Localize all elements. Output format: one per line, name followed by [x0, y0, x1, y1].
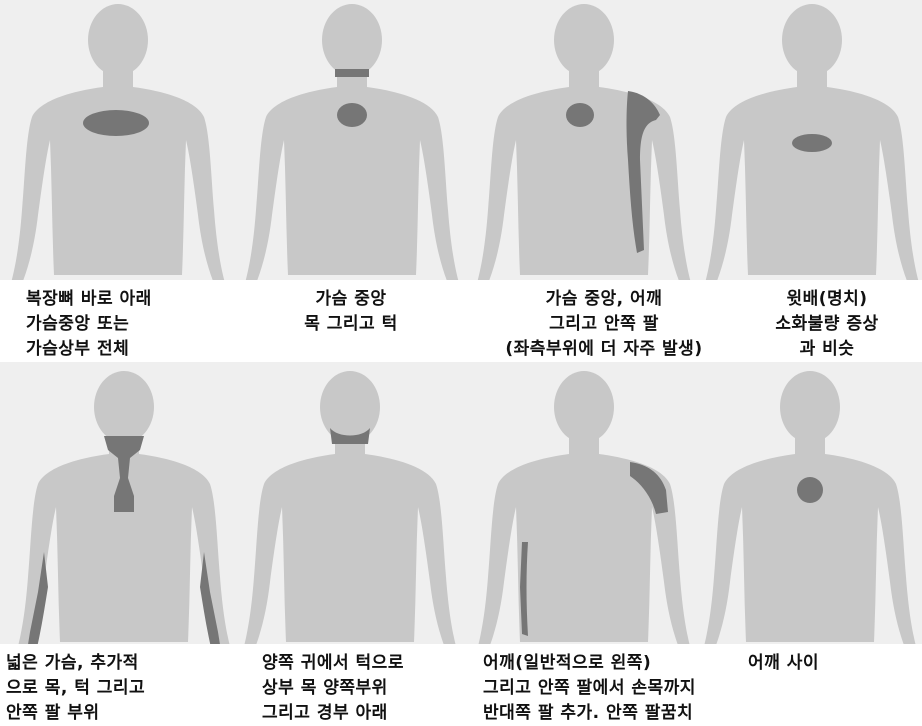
figure-5-body	[14, 371, 234, 644]
caption-8: 어깨 사이	[748, 651, 819, 676]
figure-8-body	[700, 371, 920, 644]
figure-2-body	[242, 4, 462, 280]
figure-2-chest-area	[337, 103, 367, 127]
figure-1-body	[8, 4, 228, 280]
top-figure-panel	[0, 0, 922, 280]
figure-3-chest-area	[566, 103, 594, 127]
figure-3-body	[474, 4, 694, 280]
figure-6-body	[240, 371, 460, 644]
figure-1-pain-area	[83, 110, 149, 136]
bottom-figure-panel	[0, 362, 922, 644]
figure-4-epigastric-area	[792, 134, 832, 152]
figure-8-between-shoulders-area	[797, 477, 823, 503]
figure-2-neck-area	[335, 69, 369, 77]
top-figure-illustrations	[0, 0, 922, 280]
figure-4-body	[702, 4, 922, 280]
bottom-figure-illustrations	[0, 362, 922, 644]
figure-7-body	[474, 371, 694, 644]
